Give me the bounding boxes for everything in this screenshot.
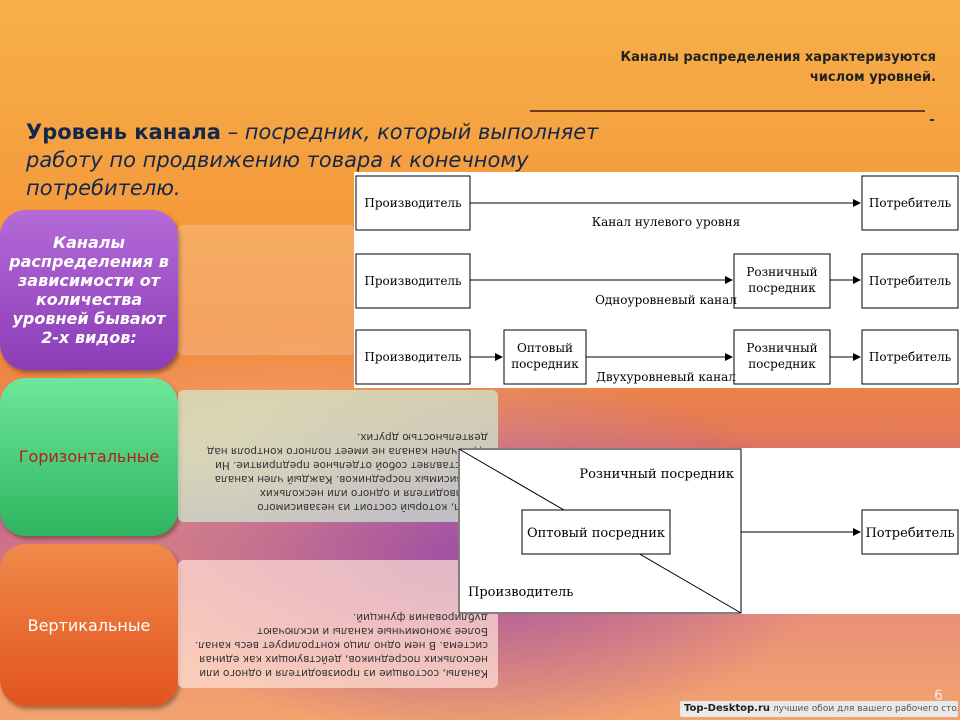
- row3-wholesale-fo: Оптовый посредник: [511, 341, 579, 371]
- channel-types-label: Каналы распределения в зависимости от ко…: [9, 233, 169, 347]
- channel-levels-diagram: Производитель Потребитель Канал нулевого…: [354, 172, 960, 388]
- vertical-system-diagram: Розничный посредник Оптовый посредник Пр…: [458, 448, 960, 614]
- row2-retail-box: [733, 253, 831, 309]
- system-wholesale-label: Оптовый посредник: [527, 526, 665, 541]
- row2-producer-label: Производитель: [364, 274, 462, 288]
- vertical-channel-description: Каналы, состоящие из производителя и одн…: [178, 560, 498, 688]
- header-dash: -: [929, 112, 935, 128]
- slide-number: 6: [934, 688, 943, 704]
- row3-retail-label: Розничный посредник: [746, 341, 818, 371]
- row3-wholesale-box: [503, 329, 587, 385]
- system-wholesale-box: [521, 509, 671, 555]
- site-name: Top-Desktop.ru: [684, 703, 771, 714]
- system-retail-label: Розничный посредник: [579, 467, 734, 482]
- row2-consumer-label: Потребитель: [869, 274, 952, 288]
- system-consumer-box: [861, 509, 959, 555]
- channel-types-description-panel: [178, 225, 354, 355]
- row3-wholesale-label: Оптовый посредник: [511, 341, 579, 371]
- horizontal-channel-description: Канал, который состоит из независимого п…: [178, 390, 498, 522]
- two-level-caption: Двухуровневый канал: [596, 370, 736, 384]
- one-level-caption: Одноуровневый канал: [595, 293, 737, 307]
- row3-producer-label: Производитель: [364, 350, 462, 364]
- row2-producer-box: [355, 253, 471, 309]
- row1-consumer-box: [861, 175, 959, 231]
- wallpaper-site-banner: Top-Desktop.ru лучшие обои для вашего ра…: [680, 701, 958, 717]
- row1-producer-label: Производитель: [364, 196, 462, 210]
- site-tagline: лучшие обои для вашего рабочего стола: [772, 704, 958, 714]
- header-divider: [530, 110, 925, 112]
- row3-producer-box: [355, 329, 471, 385]
- row3-consumer-label: Потребитель: [869, 350, 952, 364]
- vertical-system-svg: Розничный посредник Оптовый посредник Пр…: [458, 448, 959, 614]
- intro-definition: – посредник, который выполняет работу по…: [26, 120, 599, 200]
- system-consumer-label: Потребитель: [865, 526, 954, 541]
- system-producer-label: Производитель: [468, 585, 573, 600]
- row1-consumer-label: Потребитель: [869, 196, 952, 210]
- header-title-line1: Каналы распределения характеризуются: [620, 50, 936, 65]
- intro-term: Уровень канала: [26, 120, 221, 144]
- row3-retail-box: [733, 329, 831, 385]
- intro-text: Уровень канала – посредник, который выпо…: [26, 118, 626, 202]
- row1-producer-box: [355, 175, 471, 231]
- vertical-channel-label: Вертикальные: [27, 615, 151, 635]
- row2-retail-label: Розничный посредник: [746, 265, 818, 295]
- channel-levels-svg: Производитель Потребитель Канал нулевого…: [355, 175, 959, 385]
- row3-retail-fo: Розничный посредник: [746, 341, 818, 371]
- row3-consumer-box: [861, 329, 959, 385]
- header-title-line2: числом уровней.: [809, 70, 936, 85]
- channel-types-box: Каналы распределения в зависимости от ко…: [0, 210, 178, 370]
- slide-header: Каналы распределения характеризуются чис…: [516, 48, 936, 88]
- horizontal-channel-box[interactable]: Горизонтальные: [0, 378, 178, 536]
- zero-level-caption: Канал нулевого уровня: [592, 215, 740, 229]
- row2-consumer-box: [861, 253, 959, 309]
- horizontal-channel-label: Горизонтальные: [18, 447, 160, 466]
- vertical-channel-box[interactable]: Вертикальные: [0, 544, 178, 706]
- row2-retail-fo: Розничный посредник: [746, 265, 818, 295]
